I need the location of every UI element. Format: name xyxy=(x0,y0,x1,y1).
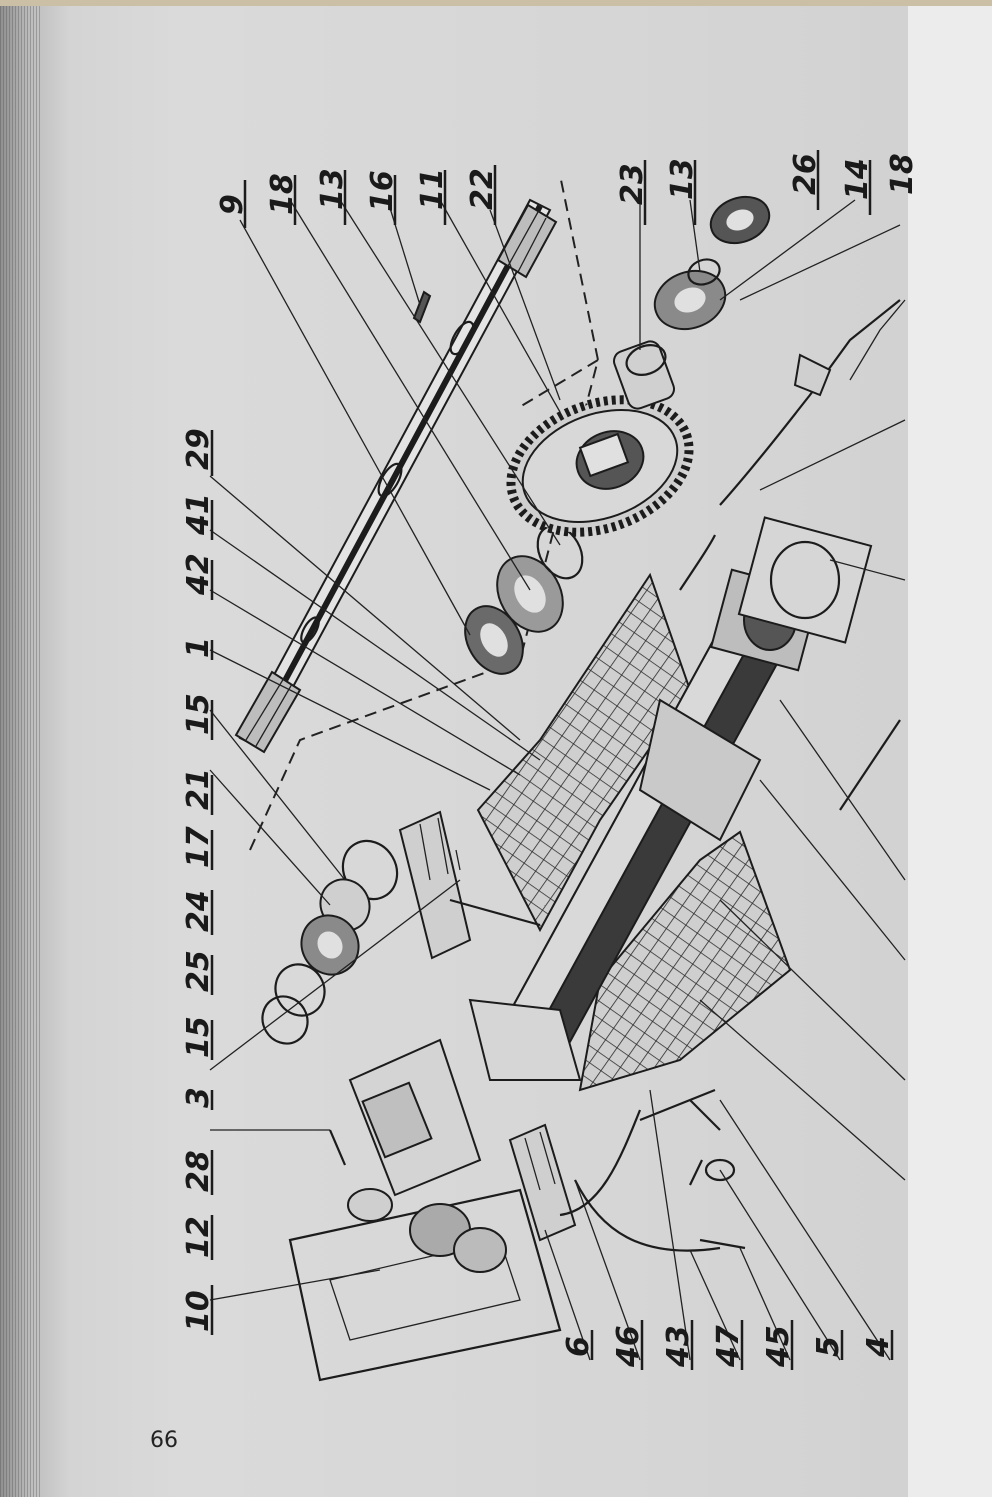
part-label-4: 4 xyxy=(861,1336,896,1358)
part-label-43: 43 xyxy=(661,1325,696,1368)
washer xyxy=(704,1158,736,1182)
part-label-45: 45 xyxy=(761,1325,796,1368)
upper-bearing-stack xyxy=(464,524,584,675)
wire-ends xyxy=(849,299,906,381)
part-label-14: 14 xyxy=(840,158,875,200)
label-underlines xyxy=(210,150,894,1370)
part-label-24: 24 xyxy=(181,890,216,932)
wire-right xyxy=(839,719,901,811)
part-label-17: 17 xyxy=(181,826,216,868)
part-label-41: 41 xyxy=(181,493,216,536)
wire-top-right xyxy=(719,299,901,506)
part-label-29: 29 xyxy=(181,428,216,470)
assembly-path-line-2 xyxy=(517,359,599,409)
part-label-26: 26 xyxy=(788,153,823,195)
part-label-16: 16 xyxy=(365,170,400,212)
part-label-13: 13 xyxy=(315,168,350,210)
bracket-frame xyxy=(288,1038,562,1382)
top-edge-strip xyxy=(0,0,992,6)
part-label-23: 23 xyxy=(615,163,650,205)
main-housing-tube xyxy=(468,516,873,1081)
leader-lines xyxy=(209,199,906,1361)
pin-rod xyxy=(689,1099,721,1131)
assembly-path-line xyxy=(249,174,600,851)
bolt xyxy=(699,1238,746,1250)
part-label-22: 22 xyxy=(465,168,500,210)
ring-stack xyxy=(261,839,399,1045)
part-label-13b: 13 xyxy=(665,158,700,200)
page-number: 66 xyxy=(150,1428,178,1453)
labels-left-column: 9 18 13 16 11 22 23 13 26 14 18 xyxy=(215,153,920,215)
part-label-15b: 15 xyxy=(181,1016,216,1058)
part-label-18: 18 xyxy=(265,173,300,215)
shaft-key xyxy=(412,290,432,324)
small-pin-12 xyxy=(328,1129,347,1166)
clip-bracket xyxy=(793,353,832,397)
page-right-margin xyxy=(908,6,992,1497)
upper-pedal xyxy=(398,810,541,960)
lower-bearing-stack xyxy=(613,195,771,410)
part-label-47: 47 xyxy=(711,1325,746,1368)
labels-side-column: 29 41 42 1 15 21 17 24 25 15 3 28 12 10 xyxy=(181,428,216,1332)
rod xyxy=(639,1088,716,1122)
part-label-25: 25 xyxy=(181,950,216,992)
part-label-46: 46 xyxy=(611,1325,646,1368)
gear-wheel xyxy=(506,395,694,537)
splined-shaft xyxy=(234,198,558,754)
tube-end xyxy=(679,534,716,591)
part-label-12: 12 xyxy=(181,1216,216,1258)
cotter-pin xyxy=(689,1159,703,1186)
cable xyxy=(574,1179,721,1252)
part-label-1: 1 xyxy=(181,637,216,658)
page-binding-edge xyxy=(0,6,40,1497)
part-label-18b: 18 xyxy=(885,153,920,195)
part-label-11: 11 xyxy=(415,168,450,210)
part-label-42: 42 xyxy=(181,553,216,596)
part-label-6: 6 xyxy=(561,1336,596,1357)
part-label-9: 9 xyxy=(215,194,250,215)
labels-bottom-row: 6 46 43 47 45 5 4 xyxy=(561,1325,896,1368)
part-label-15: 15 xyxy=(181,693,216,735)
part-label-21: 21 xyxy=(181,768,216,810)
lower-pedal xyxy=(508,1109,642,1242)
part-label-5: 5 xyxy=(811,1336,846,1357)
part-label-28: 28 xyxy=(181,1150,216,1192)
part-label-3: 3 xyxy=(181,1087,216,1108)
part-label-10: 10 xyxy=(181,1290,216,1332)
